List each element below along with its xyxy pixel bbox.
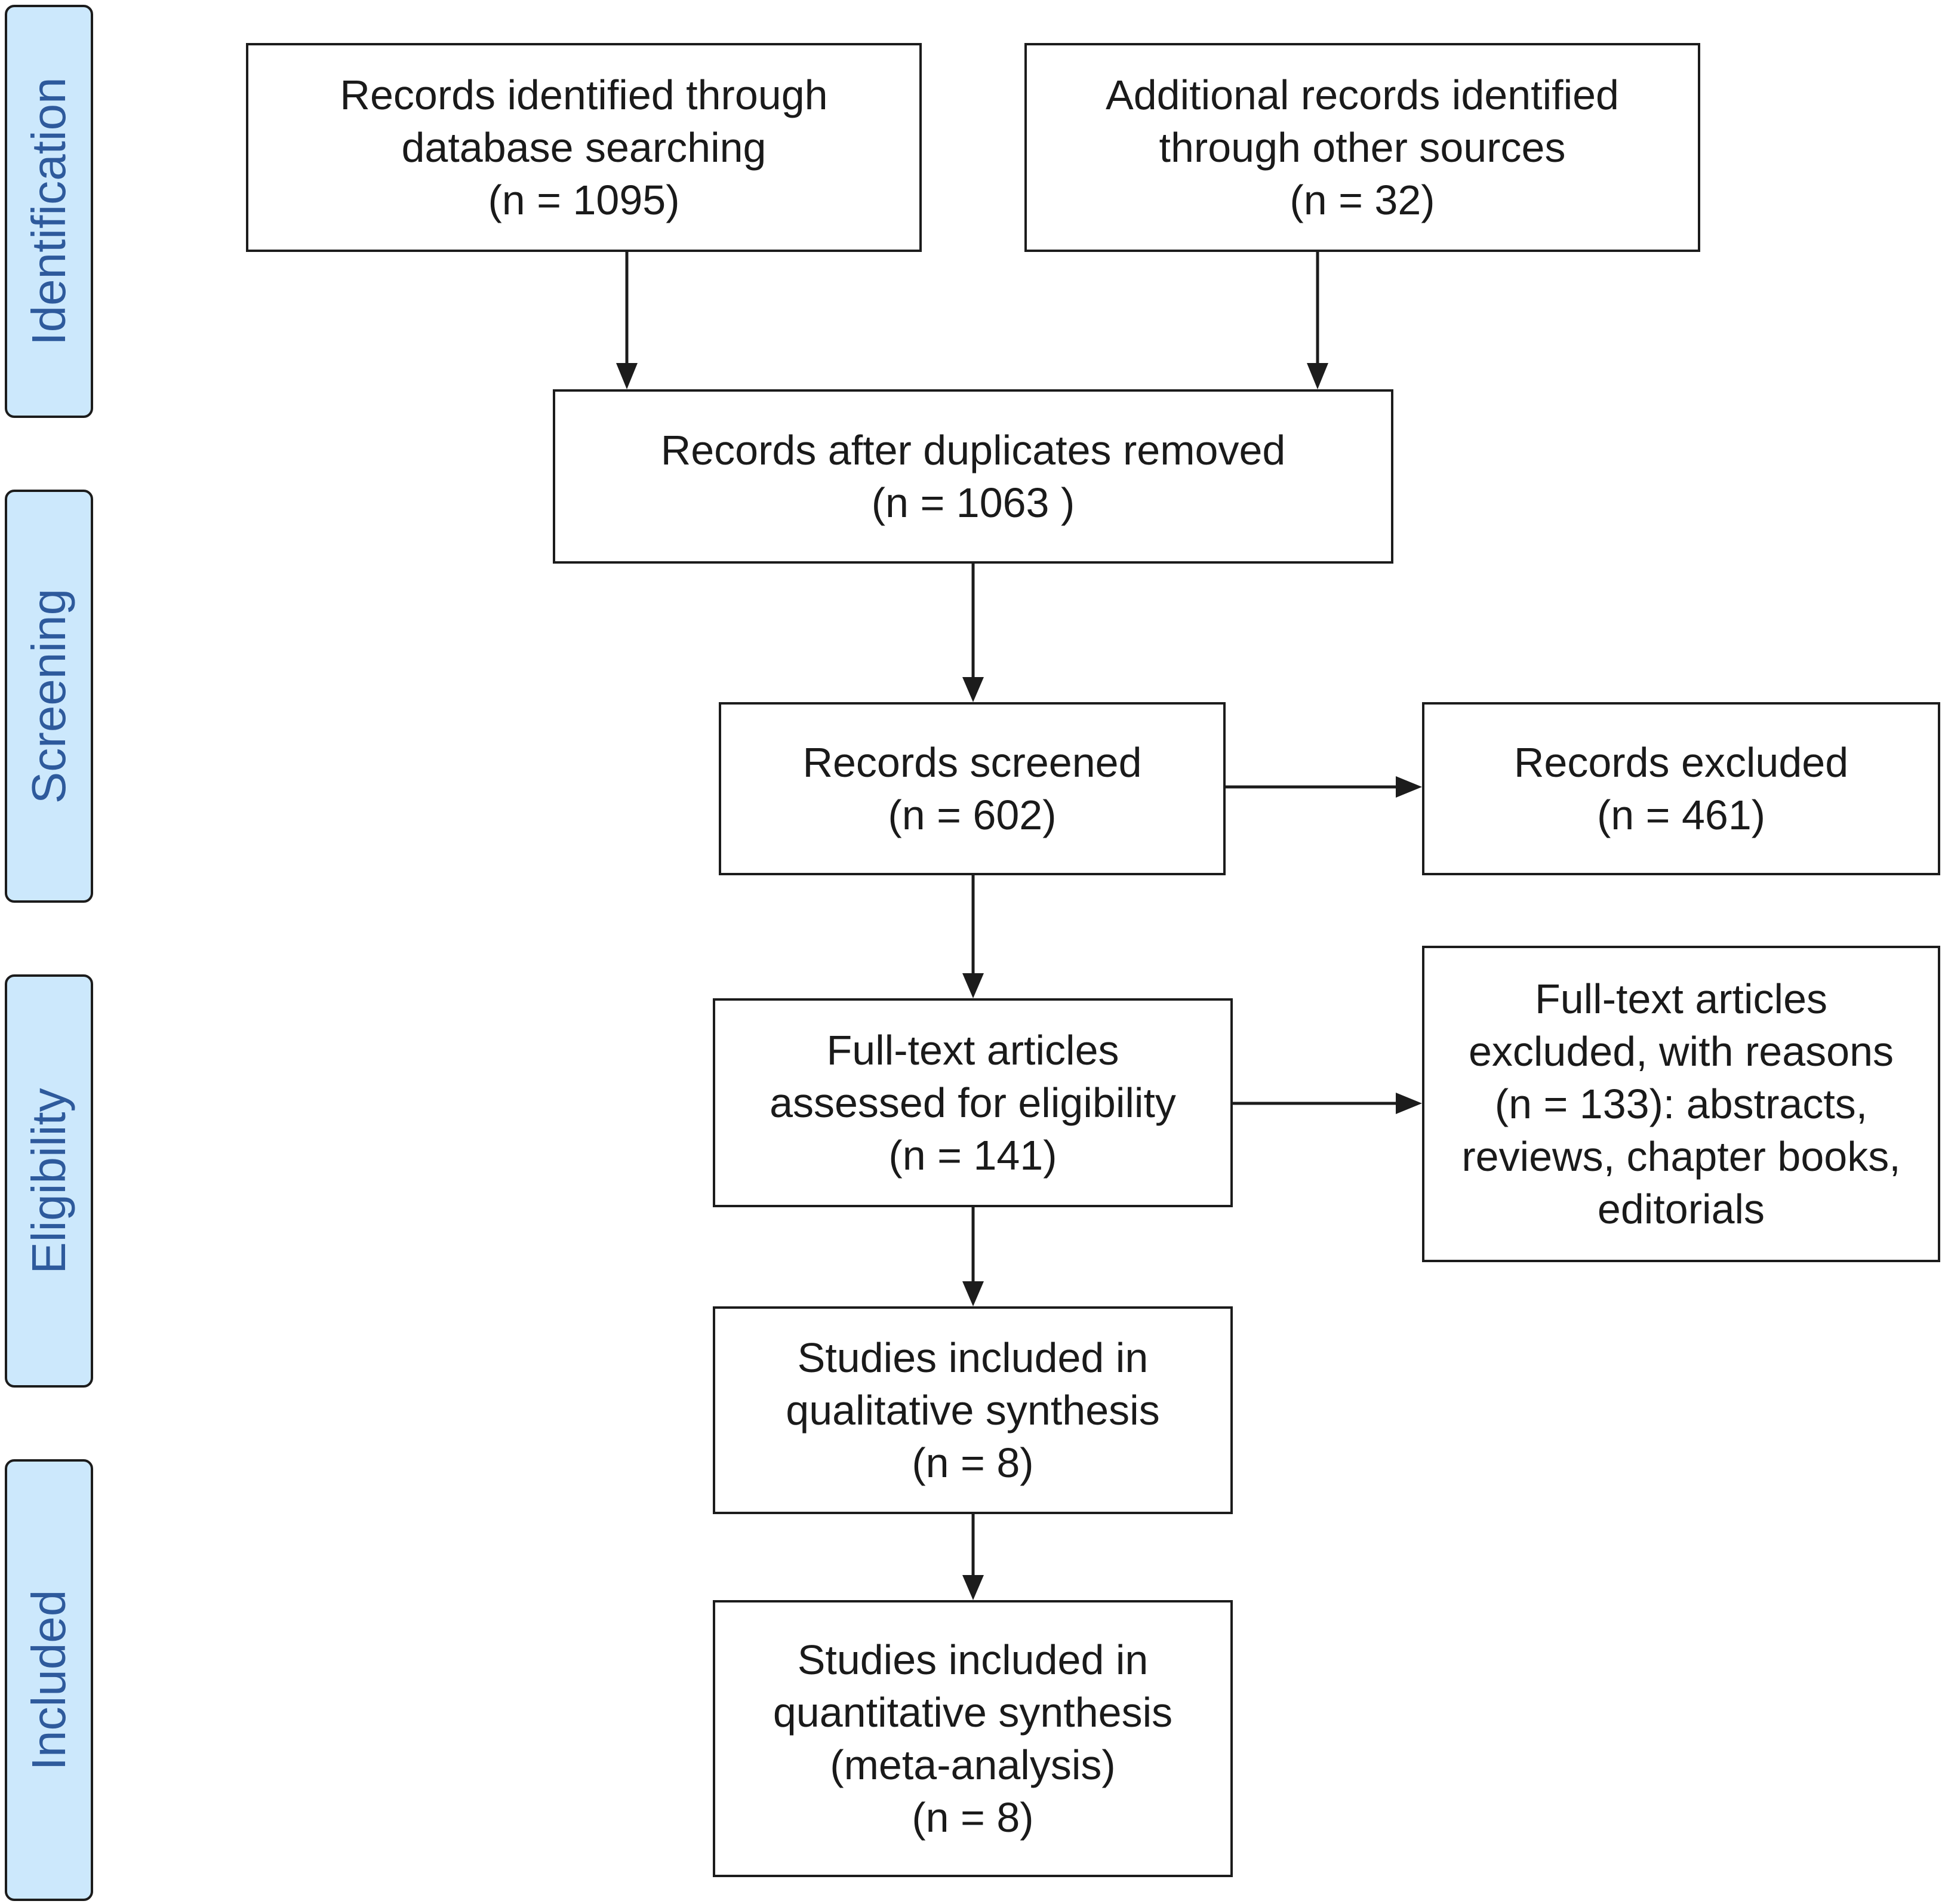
stage-label-identification: Identification bbox=[22, 77, 75, 346]
stage-tab-identification: Identification bbox=[5, 5, 93, 418]
arrowhead-database-to-duplicates bbox=[616, 363, 638, 389]
arrowhead-duplicates-to-screened bbox=[962, 677, 984, 702]
box-qualitative-synthesis: Studies included in qualitative synthesi… bbox=[713, 1306, 1233, 1514]
box-records-screened-text: Records screened (n = 602) bbox=[802, 739, 1142, 838]
box-qualitative-synthesis-text: Studies included in qualitative synthesi… bbox=[786, 1334, 1160, 1486]
arrowhead-fulltext-to-excluded bbox=[1396, 1093, 1422, 1114]
arrowhead-other-to-duplicates bbox=[1307, 363, 1328, 389]
arrowhead-screened-to-excluded bbox=[1396, 776, 1422, 798]
stage-tab-included: Included bbox=[5, 1459, 93, 1901]
box-database-search: Records identified through database sear… bbox=[246, 43, 922, 252]
box-other-sources: Additional records identified through ot… bbox=[1024, 43, 1700, 252]
box-fulltext-excluded-text: Full-text articles excluded, with reason… bbox=[1461, 976, 1901, 1232]
box-duplicates-removed: Records after duplicates removed (n = 10… bbox=[553, 389, 1393, 564]
stage-label-eligibility: Eligibility bbox=[22, 1088, 75, 1274]
arrowhead-screened-to-fulltext bbox=[962, 973, 984, 998]
box-other-sources-text: Additional records identified through ot… bbox=[1106, 72, 1619, 223]
box-fulltext-assessed-text: Full-text articles assessed for eligibil… bbox=[770, 1027, 1176, 1179]
arrowhead-qualitative-to-quantitative bbox=[962, 1575, 984, 1600]
box-records-screened: Records screened (n = 602) bbox=[719, 702, 1226, 875]
box-quantitative-synthesis: Studies included in quantitative synthes… bbox=[713, 1600, 1233, 1877]
stage-label-screening: Screening bbox=[22, 588, 75, 804]
stage-tab-eligibility: Eligibility bbox=[5, 974, 93, 1388]
stage-tab-screening: Screening bbox=[5, 490, 93, 903]
box-fulltext-excluded: Full-text articles excluded, with reason… bbox=[1422, 946, 1940, 1262]
box-records-excluded-text: Records excluded (n = 461) bbox=[1513, 739, 1849, 838]
box-database-search-text: Records identified through database sear… bbox=[340, 72, 828, 223]
box-fulltext-assessed: Full-text articles assessed for eligibil… bbox=[713, 998, 1233, 1207]
arrowhead-fulltext-to-qualitative bbox=[962, 1281, 984, 1306]
box-records-excluded: Records excluded (n = 461) bbox=[1422, 702, 1940, 875]
box-quantitative-synthesis-text: Studies included in quantitative synthes… bbox=[773, 1637, 1173, 1841]
stage-label-included: Included bbox=[22, 1589, 75, 1771]
box-duplicates-removed-text: Records after duplicates removed (n = 10… bbox=[660, 427, 1286, 526]
